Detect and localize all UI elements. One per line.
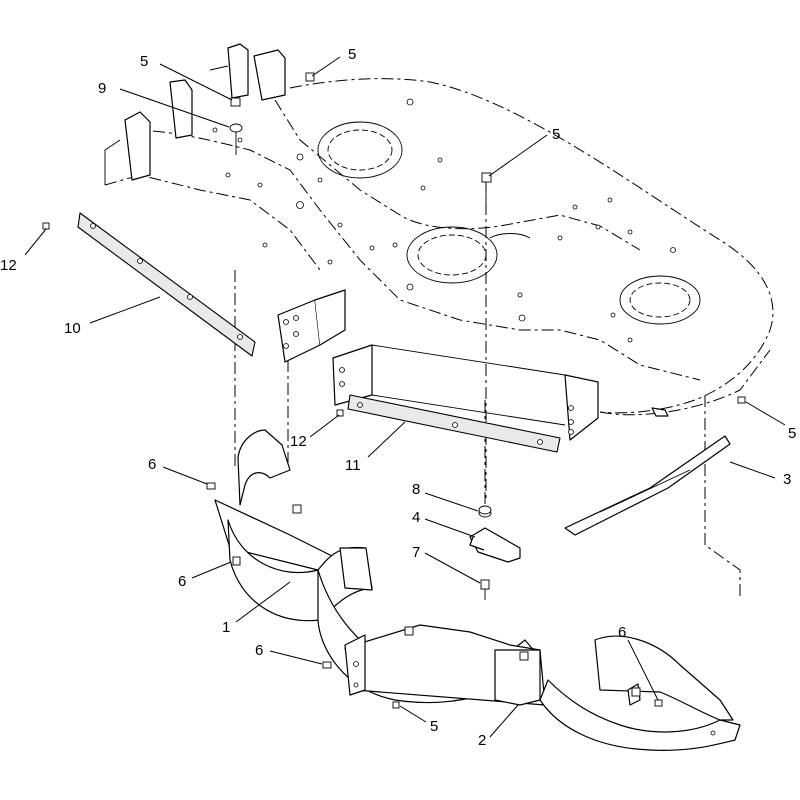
- callout-6: 6: [618, 624, 626, 641]
- part-11-baffle-strip: [347, 394, 561, 453]
- fasteners: [42, 72, 746, 709]
- callout-5: 5: [348, 46, 356, 63]
- callout-6: 6: [255, 642, 263, 659]
- callout-1: 1: [222, 619, 230, 636]
- callout-5: 5: [552, 126, 560, 143]
- part-10-baffle-strip: [77, 212, 256, 357]
- callout-5: 5: [788, 425, 796, 442]
- part-3-blade: [564, 407, 731, 536]
- callout-5: 5: [140, 53, 148, 70]
- callout-2: 2: [478, 732, 486, 749]
- callout-9: 9: [98, 80, 106, 97]
- callout-12: 12: [0, 257, 17, 274]
- callout-4: 4: [412, 509, 420, 526]
- callout-12: 12: [290, 433, 307, 450]
- callout-5: 5: [430, 718, 438, 735]
- spindle-openings: [317, 121, 701, 325]
- callout-7: 7: [412, 544, 420, 561]
- part-4-blade-adapter: [469, 527, 521, 563]
- callout-6: 6: [148, 456, 156, 473]
- callout-3: 3: [783, 471, 791, 488]
- deck-holes: [212, 98, 676, 343]
- callout-labels: 5 9 5 5 12 10 12 11 5 3 6 8 4 7 6 1 6 6 …: [0, 46, 796, 749]
- callout-10: 10: [64, 320, 81, 337]
- leader-lines: [24, 56, 786, 738]
- part-8-washer: [478, 505, 492, 518]
- callout-6: 6: [178, 573, 186, 590]
- part-7-bolt: [480, 579, 490, 600]
- callout-8: 8: [412, 481, 420, 498]
- mower-deck: [104, 78, 774, 600]
- baffle-support-channels: [277, 289, 599, 441]
- part-2-baffle: [494, 635, 741, 751]
- deck-mount-brackets: [104, 43, 286, 185]
- callout-11: 11: [345, 457, 361, 474]
- part-1-baffle: [214, 429, 373, 622]
